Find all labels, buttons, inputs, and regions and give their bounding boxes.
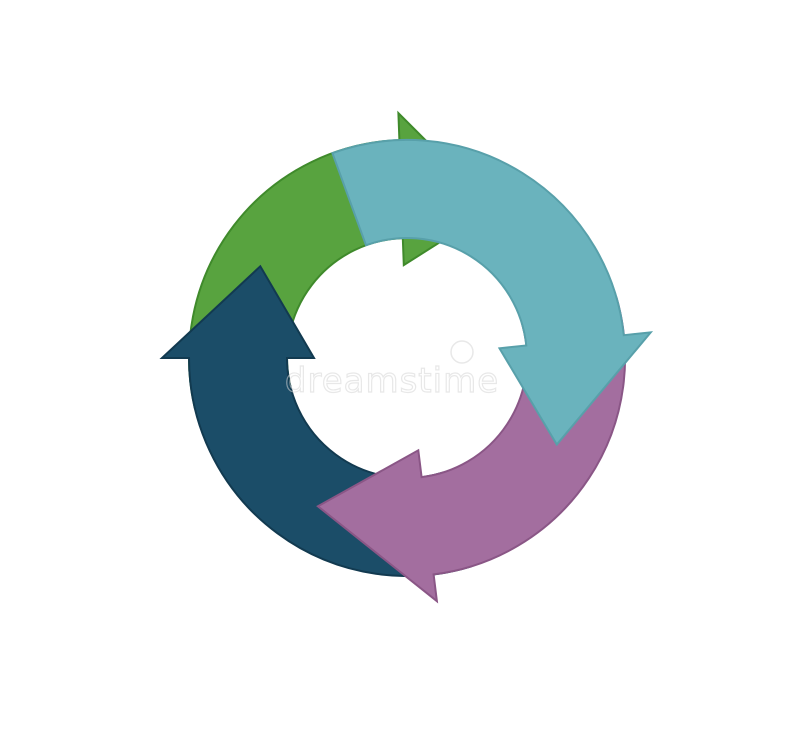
watermark: dreamstime <box>284 340 499 402</box>
watermark-logo <box>450 340 474 364</box>
arrow-segments <box>159 110 654 604</box>
watermark-text: dreamstime <box>285 361 499 401</box>
top-right-arrow <box>331 138 654 447</box>
